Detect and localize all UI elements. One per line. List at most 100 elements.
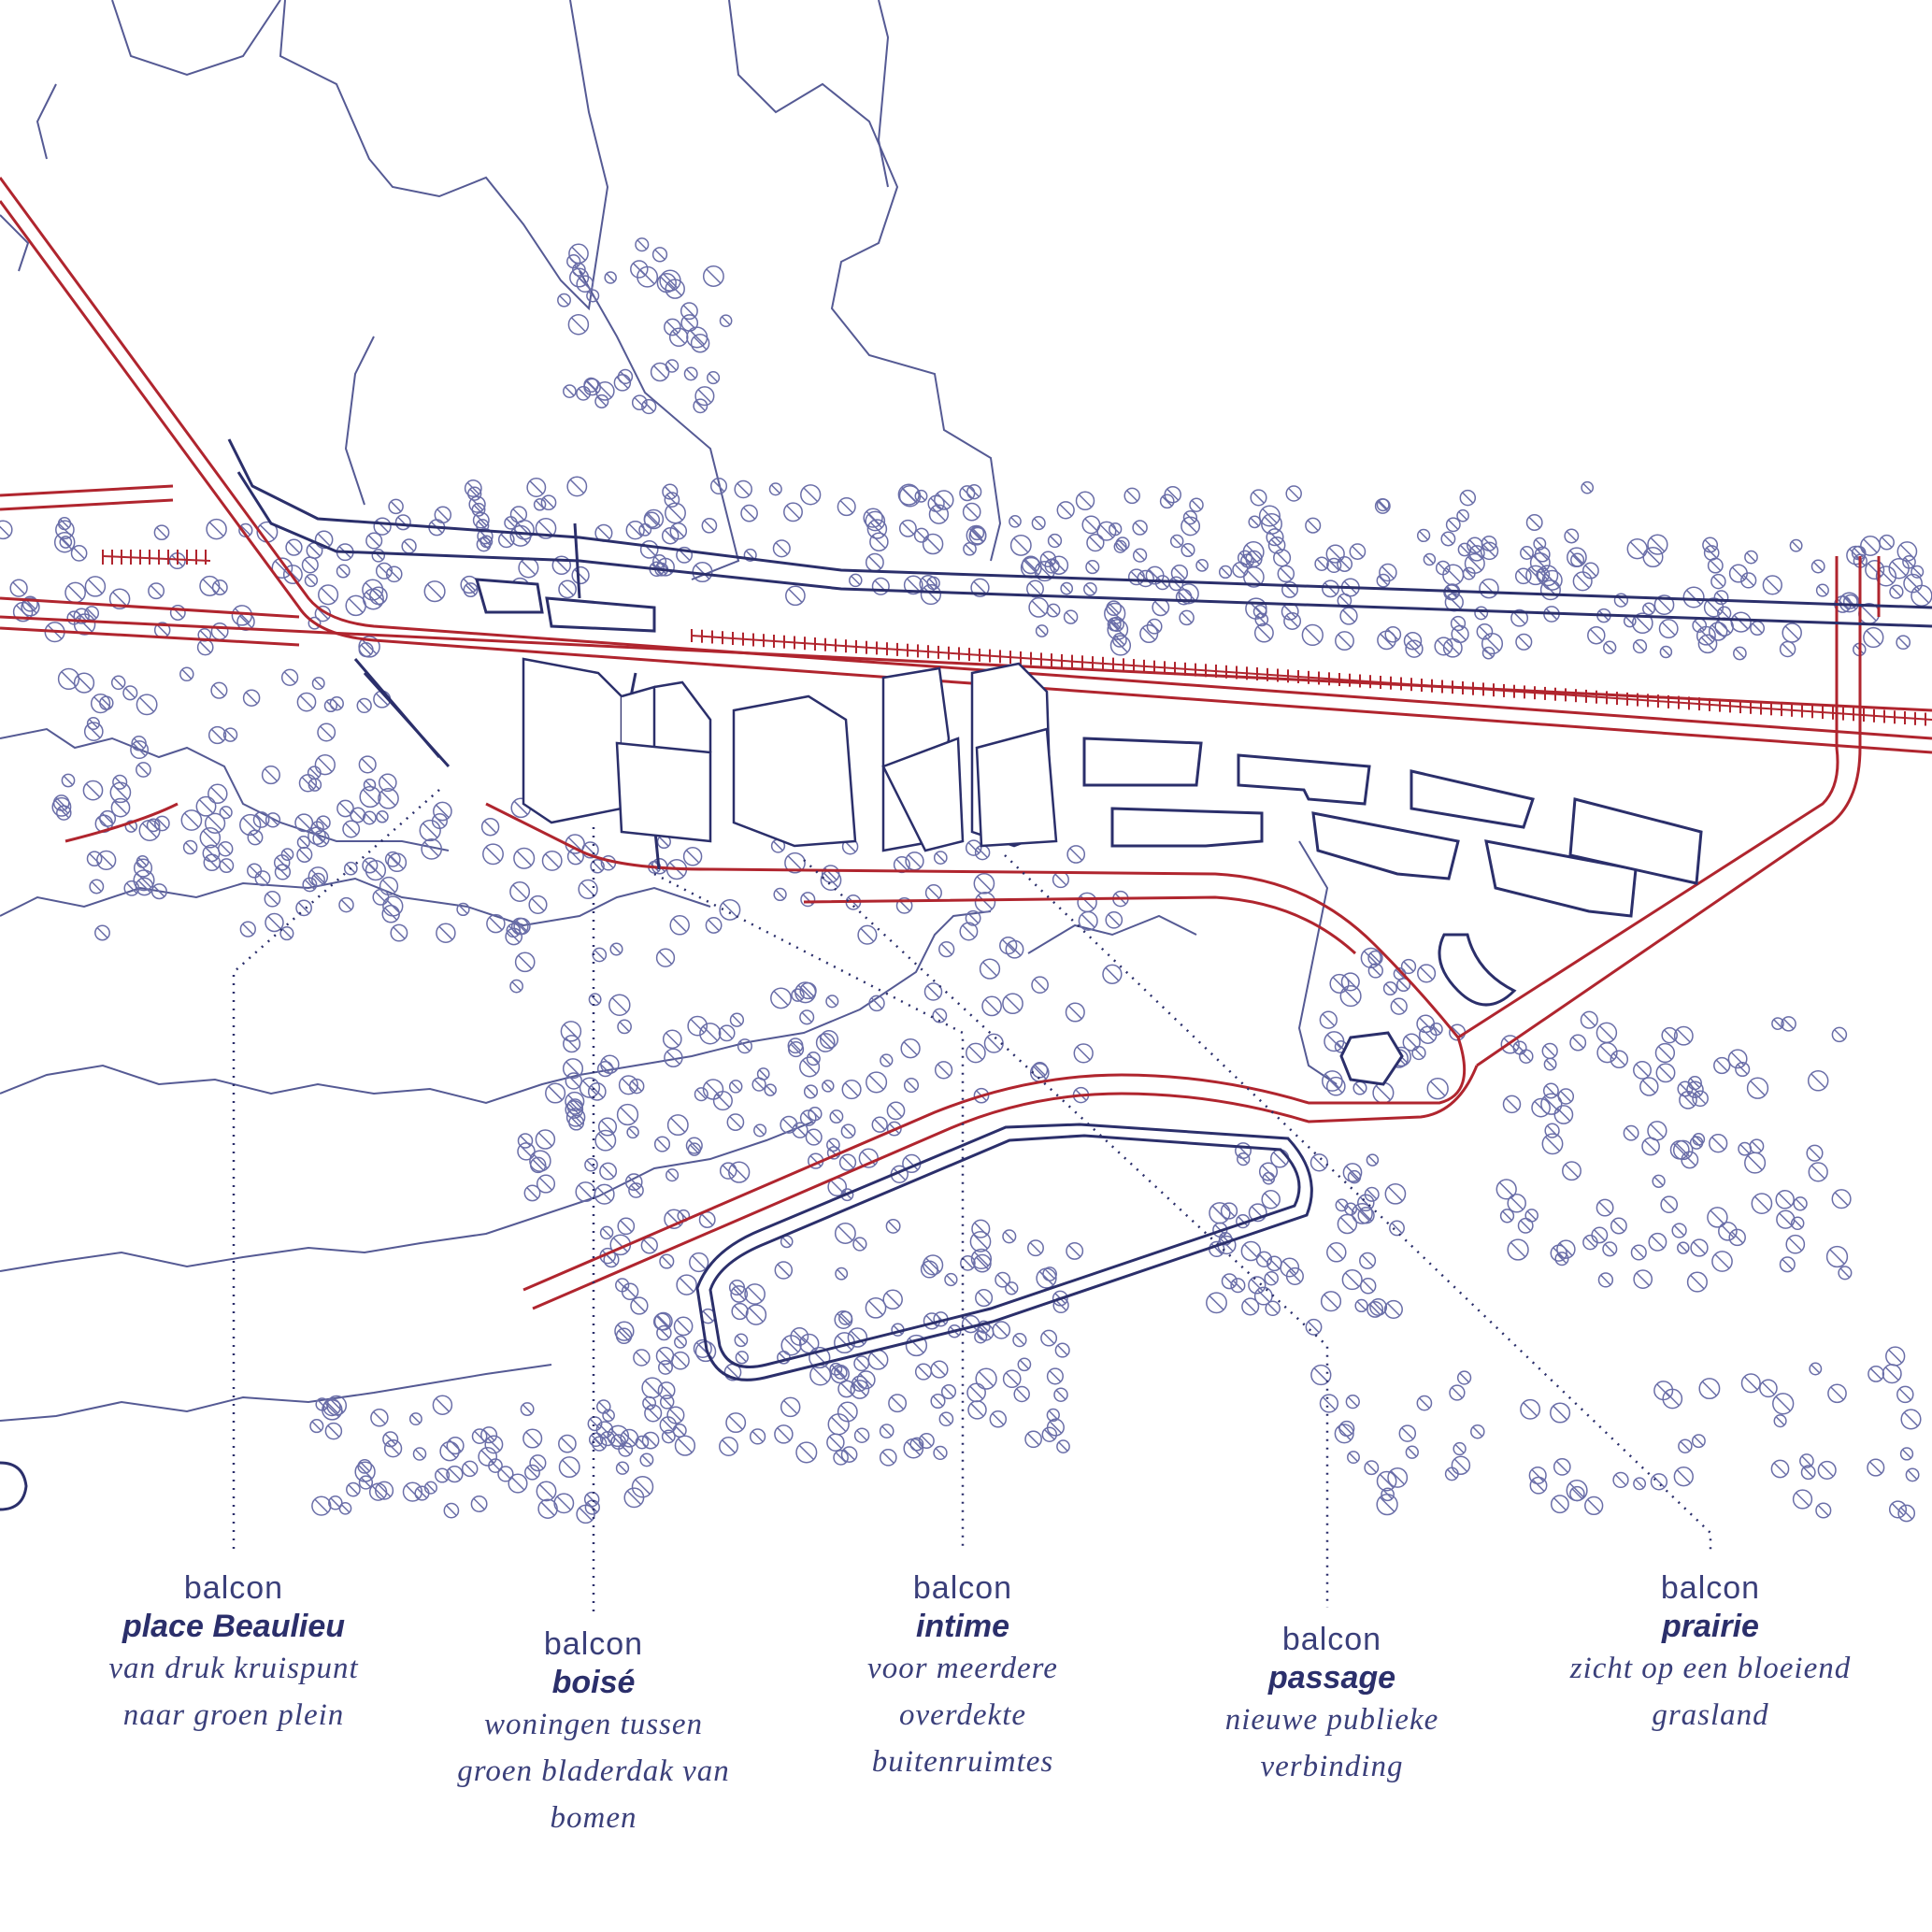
tree-symbol (869, 532, 889, 551)
tree-hatch (666, 1051, 680, 1065)
tree-hatch (1027, 1433, 1040, 1446)
tree-symbol (336, 564, 351, 579)
tree-hatch (499, 1467, 511, 1480)
tree-symbol (1762, 575, 1782, 595)
tree-hatch (729, 1116, 742, 1129)
tree-symbol (1258, 505, 1281, 527)
tree-hatch (708, 373, 719, 383)
tree-hatch (1162, 495, 1173, 507)
tree-hatch (1378, 575, 1389, 586)
tree-symbol (1553, 1458, 1571, 1476)
tree-symbol (740, 504, 758, 522)
tree-symbol (1542, 1082, 1559, 1099)
tree-hatch (665, 321, 679, 334)
tree-symbol (633, 1349, 651, 1367)
tree-hatch (1900, 1507, 1913, 1520)
tree-hatch (185, 842, 195, 852)
tree-symbol (1727, 1049, 1748, 1069)
tree-hatch (1354, 1206, 1370, 1222)
tree-hatch (587, 1501, 598, 1513)
tree-symbol (1115, 537, 1130, 551)
tree-symbol (1517, 1217, 1534, 1234)
tree-hatch (1438, 563, 1449, 574)
tree-hatch (1117, 538, 1128, 550)
tree-symbol (966, 1042, 986, 1064)
tree-symbol (343, 861, 358, 876)
tree-symbol (803, 1084, 819, 1099)
tree-hatch (971, 527, 982, 538)
tree-hatch (961, 487, 973, 499)
tree-symbol (825, 995, 839, 1009)
tree-symbol (928, 504, 950, 524)
tree-hatch (571, 246, 586, 262)
tree-symbol (960, 1255, 976, 1271)
tree-symbol (809, 1346, 831, 1369)
tree-hatch (1238, 1216, 1249, 1227)
tree-symbol (597, 1117, 618, 1137)
tree-hatch (708, 919, 720, 932)
tree-symbol (687, 1015, 708, 1037)
tree-hatch (512, 528, 529, 544)
tree-hatch (839, 500, 853, 514)
tree-symbol (934, 490, 954, 510)
tree-symbol (336, 799, 354, 818)
tree-hatch (1522, 548, 1532, 558)
tree-symbol (1540, 1093, 1563, 1115)
tree-hatch (1250, 517, 1260, 527)
tree-symbol (1063, 609, 1079, 624)
tree-hatch (139, 696, 155, 712)
tree-symbol (694, 1087, 708, 1102)
tree-hatch (809, 1155, 822, 1167)
tree-symbol (650, 362, 670, 382)
tree-symbol (879, 1424, 894, 1438)
tree-hatch (837, 1225, 853, 1241)
tree-hatch (1282, 1260, 1297, 1275)
tree-symbol (1024, 1430, 1042, 1449)
tree-symbol (965, 839, 982, 856)
tree-hatch (317, 757, 333, 773)
tree-hatch (1898, 1388, 1911, 1401)
tree-symbol (1457, 542, 1472, 557)
tree-hatch (1598, 1025, 1614, 1040)
tree-hatch (317, 533, 331, 547)
tree-hatch (304, 559, 317, 571)
tree-hatch (1604, 1243, 1615, 1254)
tree-hatch (1338, 558, 1351, 570)
tree-hatch (1779, 1212, 1793, 1226)
tree-symbol (565, 1108, 586, 1127)
tree-symbol (124, 820, 138, 833)
tree-hatch (1424, 554, 1435, 565)
tree-hatch (685, 368, 696, 379)
tree-symbol (1772, 1393, 1795, 1415)
tree-symbol (922, 533, 944, 555)
tree-symbol (1056, 1439, 1070, 1453)
tree-hatch (202, 579, 218, 594)
tree-hatch (512, 508, 525, 521)
tree-symbol (480, 1426, 498, 1444)
tree-hatch (669, 1409, 682, 1422)
tree-symbol (1261, 1190, 1281, 1209)
tree-hatch (1566, 530, 1577, 542)
tree-symbol (685, 1137, 703, 1154)
tree-hatch (202, 830, 218, 846)
tree-hatch (137, 880, 151, 894)
tree-symbol (1671, 1223, 1687, 1238)
tree-hatch (522, 1404, 533, 1414)
tree-symbol (594, 394, 609, 408)
tree-symbol (375, 562, 394, 580)
tree-hatch (1598, 1201, 1611, 1214)
tree-hatch (1324, 1294, 1338, 1309)
tree-symbol (674, 1335, 687, 1349)
tree-symbol (1426, 1078, 1449, 1100)
label-desc: verbinding (1260, 1750, 1404, 1783)
tree-hatch (298, 849, 310, 861)
tree-symbol (261, 766, 280, 785)
tree-symbol (524, 1464, 540, 1481)
tree-symbol (662, 483, 679, 500)
tree-hatch (1791, 540, 1801, 551)
tree-hatch (1614, 1474, 1627, 1486)
tree-hatch (1386, 1302, 1400, 1316)
tree-hatch (239, 615, 252, 629)
tree-hatch (1413, 1048, 1424, 1058)
tree-hatch (315, 832, 327, 845)
